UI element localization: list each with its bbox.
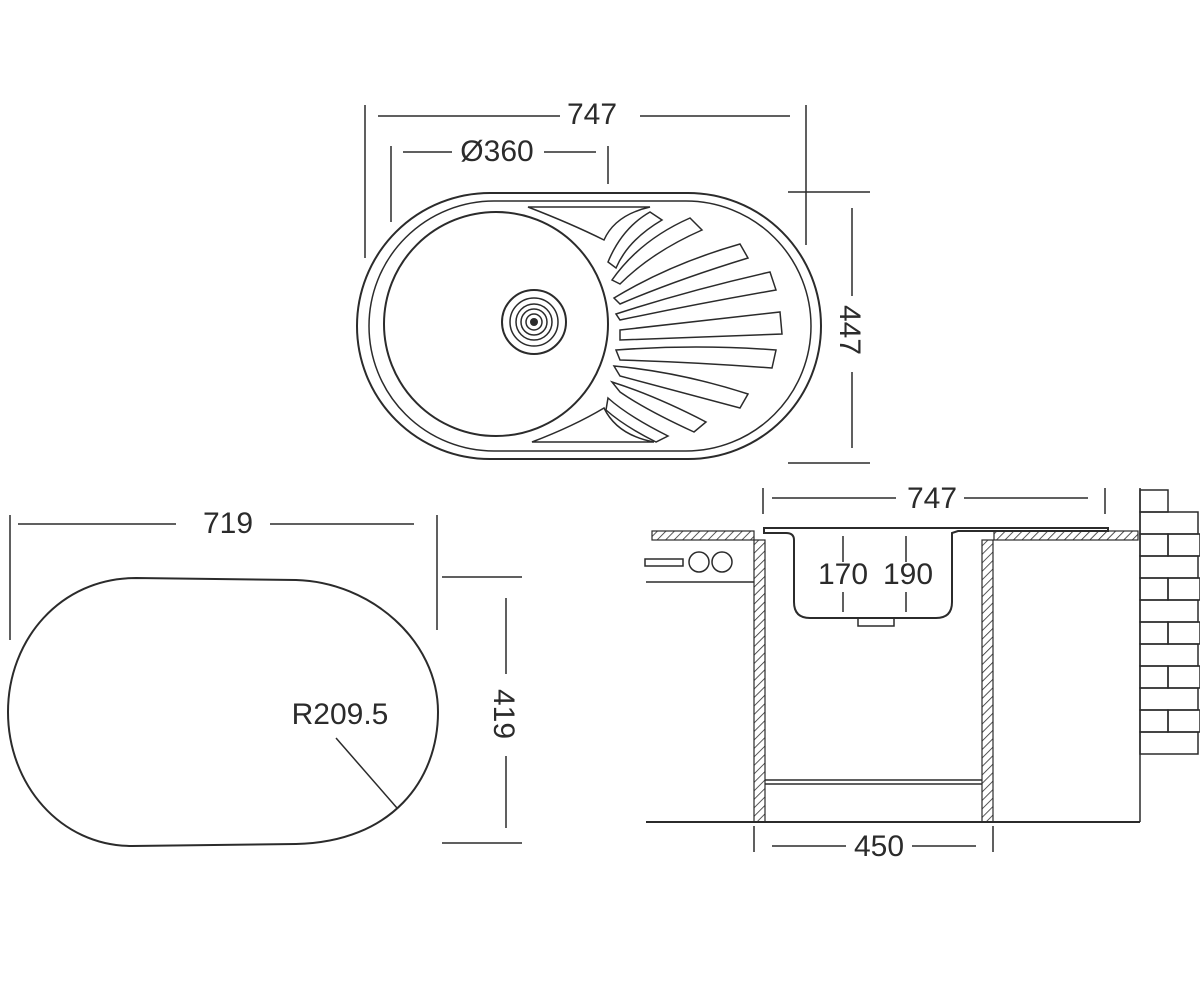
cabinet-wall-right [981,539,994,823]
section-width-label: 747 [907,482,957,515]
cutout-width-label: 719 [203,507,253,540]
dimension-cutout-depth: 419 [442,576,522,844]
sink-section-profile [763,527,1109,619]
drain-outlet [857,617,895,627]
cutout-radius-label: R209.5 [292,698,389,731]
dimension-bowl-diameter: Ø360 [390,135,609,222]
dimension-section-width: 747 [762,482,1106,515]
countertop-right [993,530,1139,541]
sink-top-view: 747 Ø360 447 [356,98,870,464]
cutout-depth-label: 419 [487,689,520,739]
bowl-circle [383,211,609,437]
dimension-top-width: 747 [364,98,807,258]
drain-icon [501,289,567,355]
dimension-top-depth: 447 [788,191,870,464]
cabinet-wall-left [753,539,766,823]
bowl-diameter-label: Ø360 [460,135,533,168]
dimension-cabinet-width: 450 [753,826,994,863]
sink-section-view: 170 190 747 450 [644,482,1200,863]
appliance-knobs-icon [644,551,733,573]
top-depth-label: 447 [833,305,866,355]
sink-inner-rim [368,200,812,452]
brick-wall [1139,488,1200,822]
bowl-depth-190-label: 190 [883,558,933,591]
dimension-cutout-width: 719 [9,507,438,640]
cabinet-width-label: 450 [854,830,904,863]
top-width-label: 747 [567,98,617,131]
drainboard-grooves [605,211,783,443]
cutout-template: R209.5 719 419 [6,507,522,848]
bowl-depth-170-label: 170 [818,558,868,591]
drainboard-top-wedge [527,206,651,242]
sink-outer-rim [356,192,822,460]
countertop-left [651,530,755,541]
radius-leader [335,737,398,809]
drainboard-bottom-wedge [531,406,655,443]
cutout-outline [6,576,440,848]
